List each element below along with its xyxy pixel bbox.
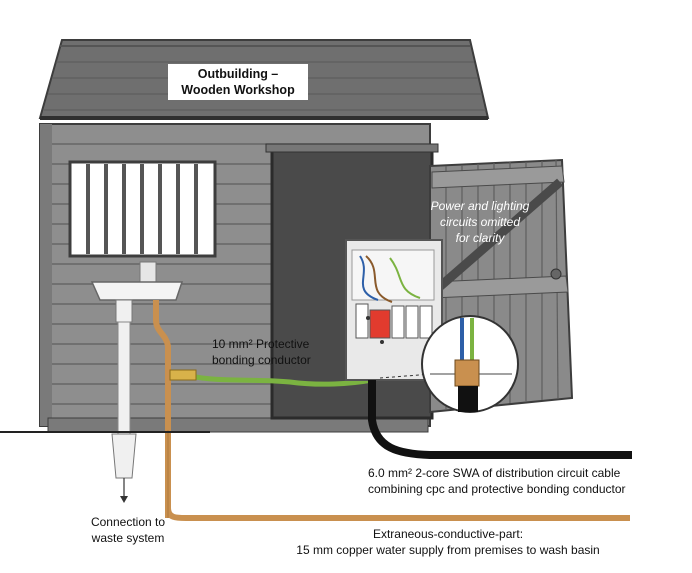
waste-line1: Connection to (68, 514, 188, 530)
swa-line1: 6.0 mm² 2-core SWA of distribution circu… (368, 465, 688, 481)
circuits-omitted-note: Power and lighting circuits omitted for … (430, 198, 530, 246)
ecp-line1: Extraneous-conductive-part: (248, 526, 648, 542)
omitted-line1: Power and lighting (430, 198, 530, 214)
waste-line2: waste system (68, 530, 188, 546)
bonding-line1: 10 mm² Protective (212, 336, 352, 352)
bonding-line2: bonding conductor (212, 352, 352, 368)
extraneous-part-label: Extraneous-conductive-part: 15 mm copper… (248, 526, 648, 558)
waste-connection-label: Connection to waste system (68, 514, 188, 546)
workshop-title-line1: Outbuilding – (168, 66, 308, 82)
window (70, 162, 215, 256)
workshop-title-line2: Wooden Workshop (168, 82, 308, 98)
swa-line2: combining cpc and protective bonding con… (368, 481, 688, 497)
omitted-line2: circuits omitted (430, 214, 530, 230)
bonding-conductor-label: 10 mm² Protective bonding conductor (212, 336, 352, 368)
swa-cable-label: 6.0 mm² 2-core SWA of distribution circu… (368, 465, 688, 497)
omitted-line3: for clarity (430, 230, 530, 246)
ecp-line2: 15 mm copper water supply from premises … (248, 542, 648, 558)
workshop-title: Outbuilding – Wooden Workshop (168, 64, 308, 100)
